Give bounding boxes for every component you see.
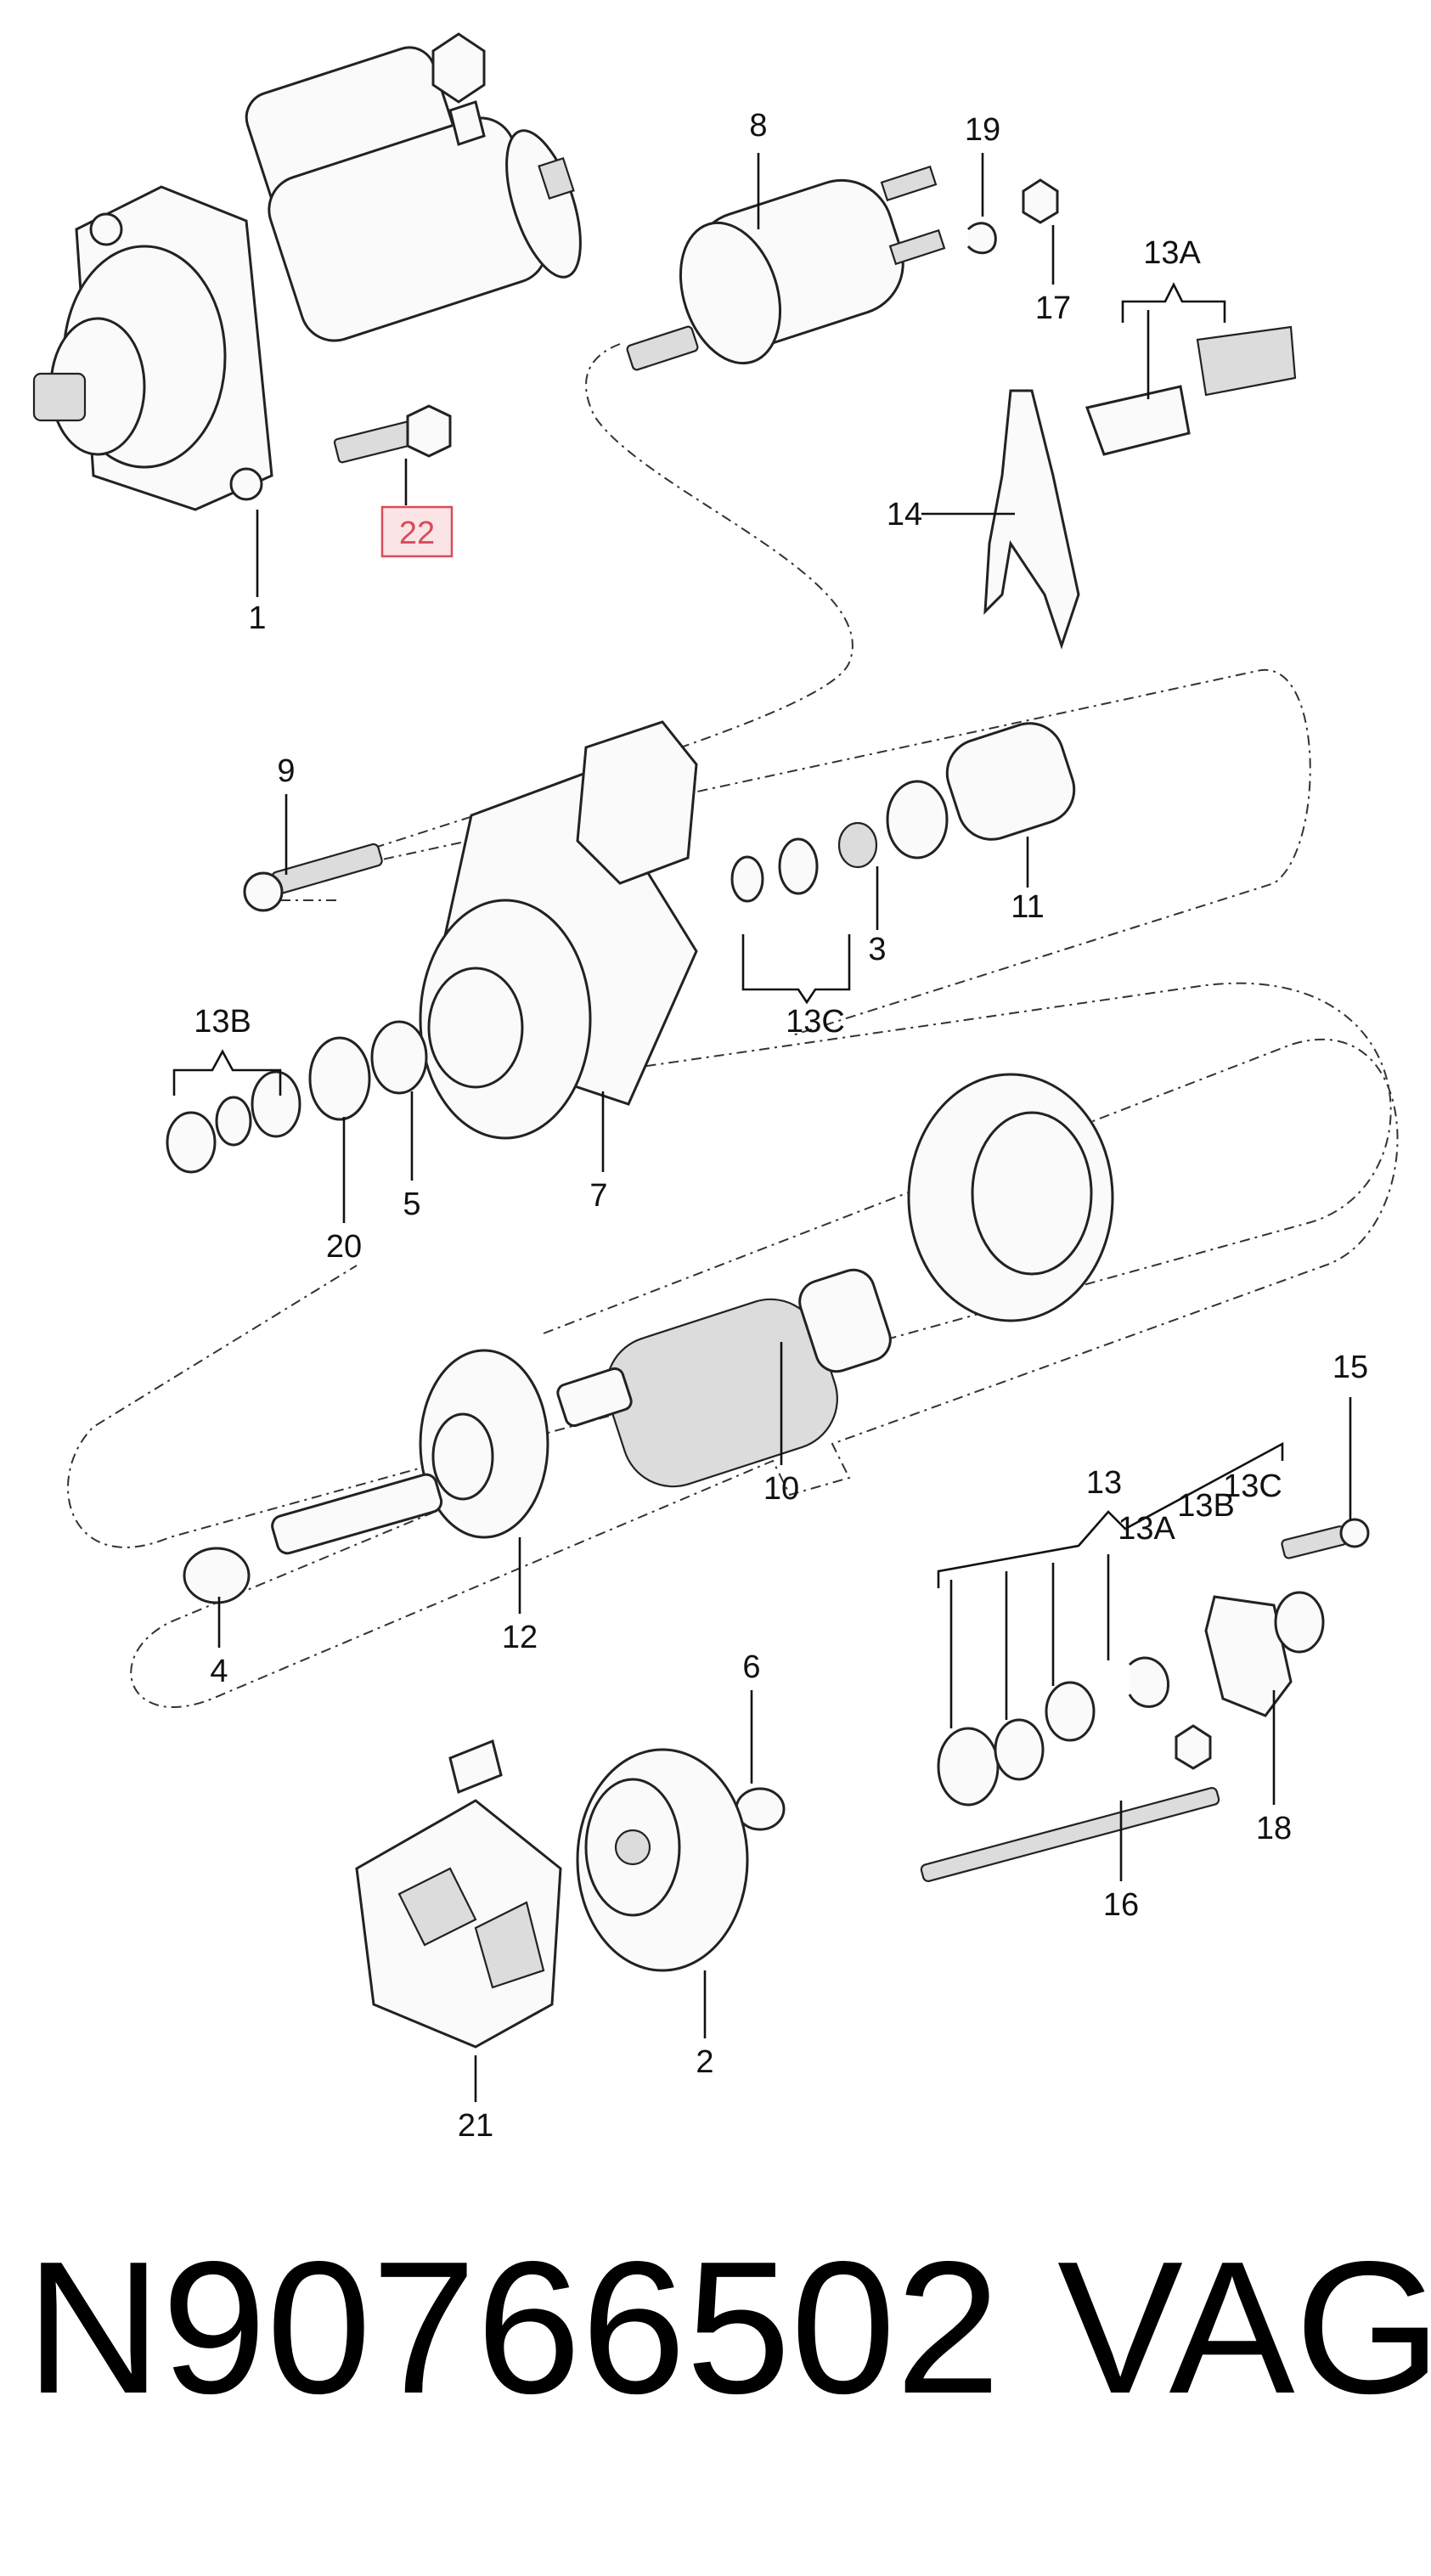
part-yoke-housing [907,1073,1114,1322]
callout-13: 13 [1086,1465,1122,1501]
callout-5: 5 [403,1187,420,1222]
callout-13b-lower: 13B [1177,1488,1235,1524]
part-clip-19 [966,222,997,255]
leader-lines [172,153,1352,2102]
part-drive-end-housing [419,720,698,1140]
callout-8: 8 [749,108,767,144]
highlight-box-22 [380,505,454,558]
part-washer-set-13 [937,1656,1169,1807]
callout-21: 21 [458,2108,493,2144]
part-end-cap-18 [1204,1591,1325,1717]
part-pinion-group [730,722,1076,903]
callout-2: 2 [696,2044,713,2080]
part-end-cover [576,1748,749,1972]
callout-12: 12 [502,1620,538,1655]
callout-13a-top: 13A [1143,235,1201,271]
callout-4: 4 [210,1654,228,1689]
callout-6: 6 [742,1649,760,1685]
callout-1: 1 [248,600,266,636]
part-screw-15 [1281,1518,1370,1559]
callout-10: 10 [763,1471,799,1507]
part-starter-motor [32,32,582,511]
part-number: N90766502 [25,2223,1001,2433]
part-washer-group [166,1020,428,1174]
callout-22: 22 [399,516,435,551]
part-armature [556,1268,892,1488]
part-brush-holder [355,1739,562,2049]
callout-13a-lower: 13A [1118,1511,1175,1547]
part-solenoid [626,165,946,371]
callout-19: 19 [965,112,1000,148]
callout-13c-mid: 13C [786,1004,845,1040]
part-screw-9 [243,843,383,912]
assembly-guide-lines [67,343,1399,1708]
starter-motor-exploded-diagram: 1 2 3 4 5 6 7 8 9 10 11 12 13 13A 13A 13… [32,32,1399,2144]
part-intermediate-bearing [271,1349,549,1555]
callout-17: 17 [1035,290,1071,326]
part-bolt-22 [333,404,452,464]
callout-9: 9 [277,753,295,789]
part-nut-17 [1022,178,1059,224]
callout-15: 15 [1332,1350,1368,1385]
callout-7: 7 [589,1178,607,1214]
part-info-footer: N90766502 VAG [25,2223,1431,2489]
part-bracket-13a [1085,325,1297,456]
callout-11: 11 [1011,889,1044,925]
callout-labels: 1 2 3 4 5 6 7 8 9 10 11 12 13 13A 13A 13… [194,108,1368,2144]
callout-13c-lower: 13C [1223,1468,1282,1504]
callout-3: 3 [868,932,886,967]
callout-18: 18 [1256,1811,1292,1846]
part-shift-fork [983,389,1080,650]
part-through-bolt [920,1724,1220,1882]
callout-14: 14 [887,497,922,533]
callout-16: 16 [1103,1887,1139,1923]
part-bush-4 [183,1547,251,1604]
callout-20: 20 [326,1229,362,1265]
brand-name: VAG [1057,2223,1431,2433]
callout-13b-left: 13B [194,1004,251,1040]
